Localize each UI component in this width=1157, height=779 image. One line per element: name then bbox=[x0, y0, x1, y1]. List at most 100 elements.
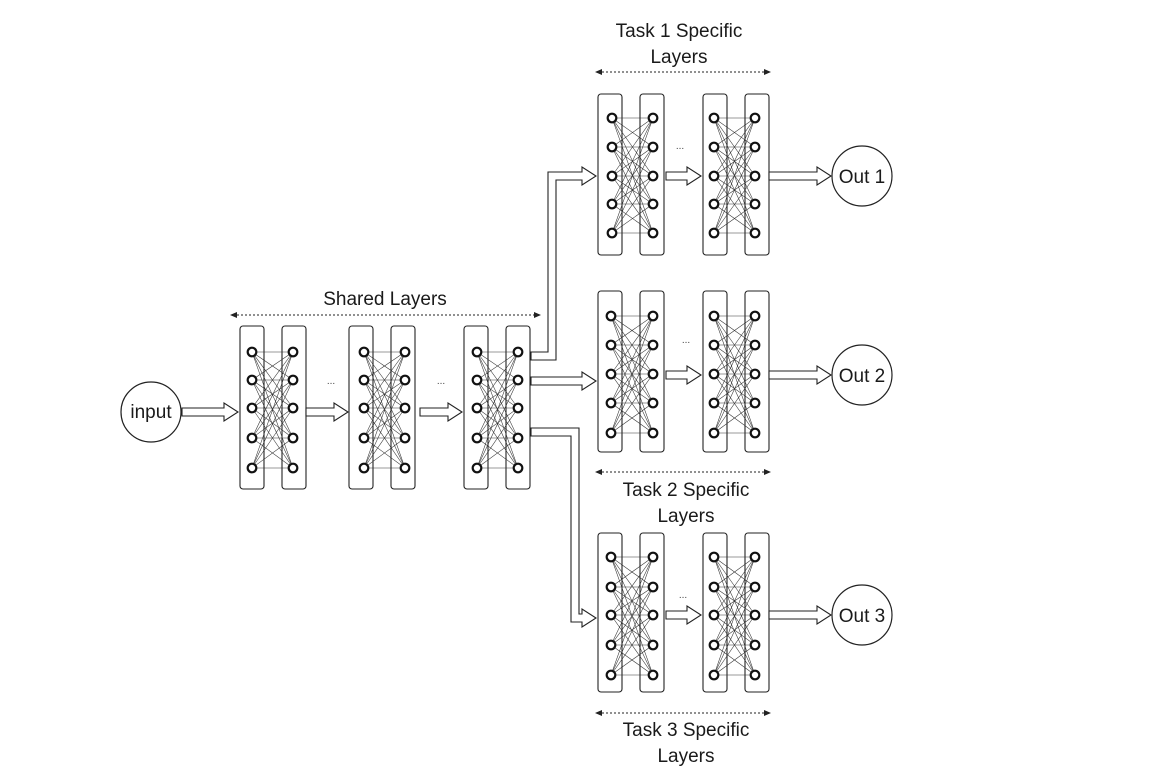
neuron bbox=[358, 374, 370, 386]
neuron bbox=[605, 609, 617, 621]
neuron bbox=[399, 402, 411, 414]
neuron bbox=[708, 427, 720, 439]
neuron bbox=[708, 397, 720, 409]
neuron bbox=[708, 310, 720, 322]
neuron bbox=[287, 432, 299, 444]
neuron bbox=[246, 432, 258, 444]
neuron bbox=[708, 170, 720, 182]
neuron bbox=[605, 397, 617, 409]
task2-label-line1: Task 2 Specific bbox=[623, 480, 750, 501]
neuron bbox=[287, 462, 299, 474]
neuron bbox=[471, 346, 483, 358]
neuron bbox=[605, 581, 617, 593]
neuron bbox=[358, 346, 370, 358]
neuron bbox=[647, 141, 659, 153]
task1-ellipsis: ... bbox=[676, 141, 684, 152]
arrow-shared-to-task1 bbox=[530, 165, 598, 361]
neuron bbox=[358, 432, 370, 444]
neuron bbox=[749, 170, 761, 182]
neuron bbox=[749, 397, 761, 409]
arrow-shared-1-to-2 bbox=[305, 401, 350, 423]
arrow-task2-to-out2 bbox=[768, 364, 833, 386]
neuron bbox=[512, 346, 524, 358]
out1-node bbox=[831, 145, 893, 207]
neuron bbox=[605, 368, 617, 380]
input-node-label: input bbox=[130, 402, 172, 423]
task1-label-line2: Layers bbox=[650, 47, 707, 68]
task1-layer-block-2 bbox=[702, 93, 770, 256]
neuron bbox=[605, 310, 617, 322]
neuron bbox=[749, 310, 761, 322]
neuron bbox=[647, 170, 659, 182]
arrow-shared-to-task2 bbox=[530, 370, 598, 392]
shared-layer-block-3 bbox=[463, 325, 531, 490]
task3-label-line1: Task 3 Specific bbox=[623, 720, 750, 741]
connections bbox=[610, 315, 654, 434]
neuron bbox=[749, 669, 761, 681]
neuron bbox=[471, 374, 483, 386]
neuron bbox=[512, 374, 524, 386]
neuron bbox=[287, 402, 299, 414]
neuron bbox=[647, 397, 659, 409]
neuron bbox=[287, 374, 299, 386]
neuron bbox=[708, 669, 720, 681]
neuron bbox=[606, 198, 618, 210]
arrow-task2-inner bbox=[665, 364, 703, 386]
task1-layer-block-1 bbox=[597, 93, 665, 256]
out1-node-label: Out 1 bbox=[839, 167, 885, 188]
neuron bbox=[512, 402, 524, 414]
neuron bbox=[647, 639, 659, 651]
input-node bbox=[120, 381, 182, 443]
neuron bbox=[399, 374, 411, 386]
neuron bbox=[471, 462, 483, 474]
neuron bbox=[708, 227, 720, 239]
shared-layers-label: Shared Layers bbox=[323, 289, 447, 310]
neuron bbox=[708, 141, 720, 153]
neuron bbox=[606, 112, 618, 124]
connections bbox=[251, 351, 294, 469]
neuron bbox=[399, 462, 411, 474]
neuron bbox=[399, 346, 411, 358]
neuron bbox=[471, 402, 483, 414]
neuron bbox=[647, 609, 659, 621]
neuron bbox=[399, 432, 411, 444]
neuron bbox=[605, 427, 617, 439]
neuron bbox=[708, 639, 720, 651]
neuron bbox=[749, 112, 761, 124]
neuron bbox=[647, 310, 659, 322]
neuron bbox=[749, 198, 761, 210]
neuron bbox=[708, 112, 720, 124]
out2-node-label: Out 2 bbox=[839, 366, 885, 387]
neuron bbox=[246, 346, 258, 358]
task2-ellipsis: ... bbox=[682, 335, 690, 346]
neuron bbox=[606, 227, 618, 239]
out3-node-label: Out 3 bbox=[839, 606, 885, 627]
shared-layer-block-1 bbox=[239, 325, 307, 490]
neuron bbox=[358, 462, 370, 474]
neuron bbox=[749, 368, 761, 380]
task2-label-line2: Layers bbox=[657, 506, 714, 527]
connections bbox=[476, 351, 519, 469]
neuron bbox=[749, 639, 761, 651]
neuron bbox=[246, 374, 258, 386]
neuron bbox=[606, 141, 618, 153]
neuron bbox=[647, 581, 659, 593]
neuron bbox=[605, 551, 617, 563]
connections bbox=[610, 556, 654, 676]
neuron bbox=[647, 368, 659, 380]
neuron bbox=[647, 339, 659, 351]
neuron bbox=[647, 112, 659, 124]
shared-layer-block-2 bbox=[348, 325, 416, 490]
task3-layer-block-1 bbox=[597, 532, 665, 693]
neuron bbox=[287, 346, 299, 358]
neuron bbox=[647, 198, 659, 210]
neuron bbox=[647, 551, 659, 563]
arrow-shared-2-to-3 bbox=[419, 401, 464, 423]
arrow-task3-to-out3 bbox=[768, 604, 833, 626]
task2-layer-block-1 bbox=[597, 290, 665, 453]
arrow-task1-inner bbox=[665, 165, 703, 187]
task2-layer-block-2 bbox=[702, 290, 770, 453]
neuron bbox=[647, 427, 659, 439]
neuron bbox=[749, 427, 761, 439]
neuron bbox=[708, 339, 720, 351]
